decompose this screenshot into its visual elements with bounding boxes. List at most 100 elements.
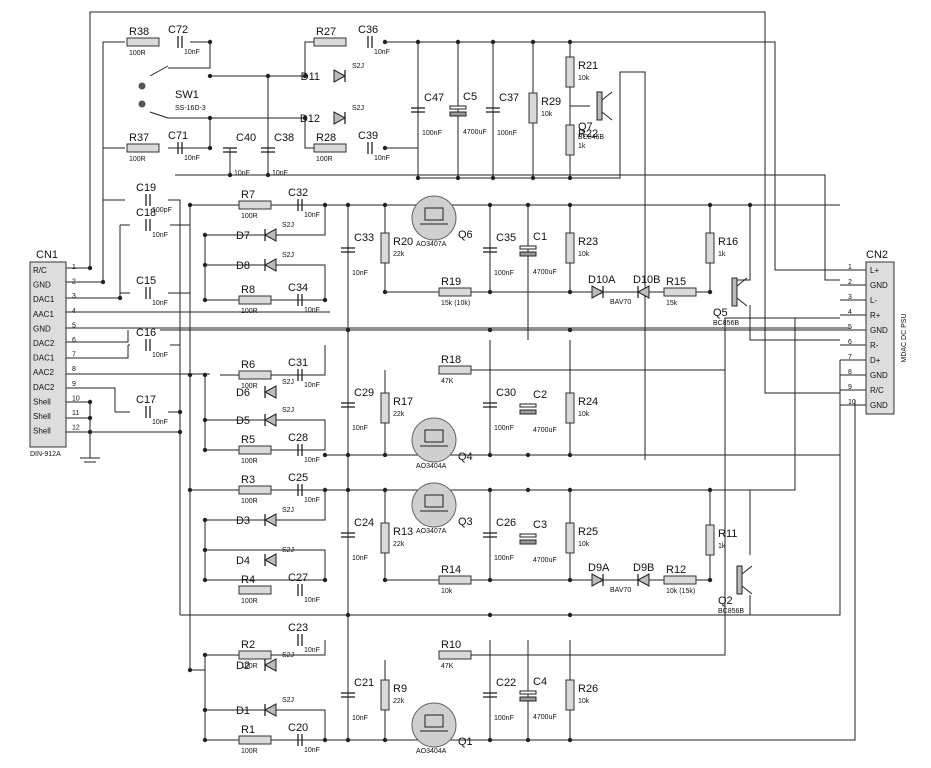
value-label-q6: AO3407A bbox=[416, 241, 447, 248]
junction-dot bbox=[87, 399, 93, 405]
cn1-pin-label: DAC2 bbox=[33, 339, 55, 348]
junction-dot bbox=[202, 297, 208, 303]
junction-dot bbox=[202, 417, 208, 423]
value-label-c1: 4700uF bbox=[533, 269, 557, 276]
junction-dot bbox=[187, 487, 193, 493]
switch-lever bbox=[149, 111, 169, 119]
wire bbox=[455, 317, 840, 371]
value-label-r6: 100R bbox=[241, 383, 258, 390]
value-label-q2: BC856B bbox=[718, 608, 744, 615]
value-label-r17: 22k bbox=[393, 411, 405, 418]
connector-cn1 bbox=[29, 261, 67, 448]
mosfet-q3 bbox=[411, 482, 457, 528]
cn1-pin-label: Shell bbox=[33, 427, 51, 436]
junction-dot bbox=[490, 39, 496, 45]
junction-dot bbox=[455, 39, 461, 45]
value-label-q3: AO3407A bbox=[416, 528, 447, 535]
resistor-r8 bbox=[238, 295, 272, 305]
cn1-pin-number: 9 bbox=[72, 381, 76, 388]
cn2-pin-label: R+ bbox=[870, 311, 881, 320]
mosfet-body bbox=[424, 714, 444, 728]
ref-label-c2: C2 bbox=[533, 389, 547, 401]
diode-d1 bbox=[263, 703, 277, 717]
mosfet-q1 bbox=[411, 702, 457, 748]
ref-label-d10a: D10A bbox=[588, 274, 616, 286]
cn2-pin-label: GND bbox=[870, 401, 888, 410]
wire bbox=[66, 387, 116, 412]
junction-dot bbox=[707, 487, 713, 493]
junction-dot bbox=[187, 202, 193, 208]
value-label-r12: 10k (15k) bbox=[666, 588, 695, 595]
ref-label-r26: R26 bbox=[578, 683, 598, 695]
junction-dot bbox=[202, 707, 208, 713]
wire bbox=[66, 345, 129, 359]
diode-d8 bbox=[263, 258, 277, 272]
junction-dot bbox=[322, 737, 328, 743]
value-label-r26: 10k bbox=[578, 698, 590, 705]
cn1-pin-number: 4 bbox=[72, 308, 76, 315]
ref-label-c5: C5 bbox=[463, 91, 477, 103]
junction-dot bbox=[302, 73, 308, 79]
junction-dot bbox=[567, 452, 573, 458]
connector-cn2 bbox=[865, 261, 895, 415]
junction-dot bbox=[202, 547, 208, 553]
cn2-pin-number: 3 bbox=[848, 294, 852, 301]
ref-label-r11: R11 bbox=[718, 528, 737, 540]
resistor-r7 bbox=[238, 200, 272, 210]
ref-label-d7: D7 bbox=[236, 230, 250, 242]
transistor-q7 bbox=[596, 91, 603, 121]
ref-label-r4: R4 bbox=[241, 574, 255, 586]
cn1-part: DIN-912A bbox=[30, 451, 61, 458]
ref-label-d4: D4 bbox=[236, 555, 250, 567]
value-label-c18: 10nF bbox=[152, 232, 168, 239]
value-label-c5: 4700uF bbox=[463, 129, 487, 136]
junction-dot bbox=[382, 577, 388, 583]
ref-label-r6: R6 bbox=[241, 359, 255, 371]
diode-d4 bbox=[263, 553, 277, 567]
value-label-c19: 100pF bbox=[152, 207, 172, 214]
ref-label-r10: R10 bbox=[441, 639, 461, 651]
value-label-c17: 10nF bbox=[152, 419, 168, 426]
cn2-pin-number: 5 bbox=[848, 324, 852, 331]
ref-label-d5: D5 bbox=[236, 415, 250, 427]
transistor-lead bbox=[741, 585, 753, 595]
ref-label-d12: D12 bbox=[300, 113, 320, 125]
cn2-pin-number: 1 bbox=[848, 264, 852, 271]
ref-label-r5: R5 bbox=[241, 434, 255, 446]
junction-dot bbox=[530, 175, 536, 181]
ref-label-c37: C37 bbox=[499, 92, 519, 104]
value-label-c35: 100nF bbox=[494, 270, 514, 277]
cn1-pin-label: DAC1 bbox=[33, 295, 55, 304]
value-label-d8: S2J bbox=[282, 252, 294, 259]
resistor-r38 bbox=[126, 37, 160, 47]
wire bbox=[749, 305, 840, 341]
ref-label-r12: R12 bbox=[666, 564, 686, 576]
value-label-d4: S2J bbox=[282, 547, 294, 554]
value-label-d3: S2J bbox=[282, 507, 294, 514]
value-label-q1: AO3404A bbox=[416, 748, 447, 755]
junction-dot bbox=[382, 487, 388, 493]
junction-dot bbox=[322, 487, 328, 493]
resistor-r28 bbox=[313, 143, 347, 153]
diode-d12 bbox=[333, 111, 347, 125]
cn1-pin-number: 10 bbox=[72, 395, 80, 402]
ref-label-r7: R7 bbox=[241, 189, 255, 201]
junction-dot bbox=[525, 202, 531, 208]
cn1-pin-number: 3 bbox=[72, 293, 76, 300]
value-label-c34: 10nF bbox=[304, 307, 320, 314]
ref-label-r2: R2 bbox=[241, 639, 255, 651]
diode-d9b bbox=[636, 573, 650, 587]
junction-dot bbox=[202, 652, 208, 658]
ref-label-c1: C1 bbox=[533, 231, 547, 243]
ref-label-r14: R14 bbox=[441, 564, 461, 576]
resistor-r10 bbox=[438, 650, 472, 660]
junction-dot bbox=[487, 289, 493, 295]
cn1-pin-number: 5 bbox=[72, 322, 76, 329]
junction-dot bbox=[177, 429, 183, 435]
wire bbox=[205, 490, 326, 521]
value-label-d1: S2J bbox=[282, 697, 294, 704]
value-label-r1: 100R bbox=[241, 748, 258, 755]
cn2-pin-label: D+ bbox=[870, 356, 881, 365]
wire bbox=[175, 174, 840, 281]
ref-label-c36: C36 bbox=[358, 24, 378, 36]
